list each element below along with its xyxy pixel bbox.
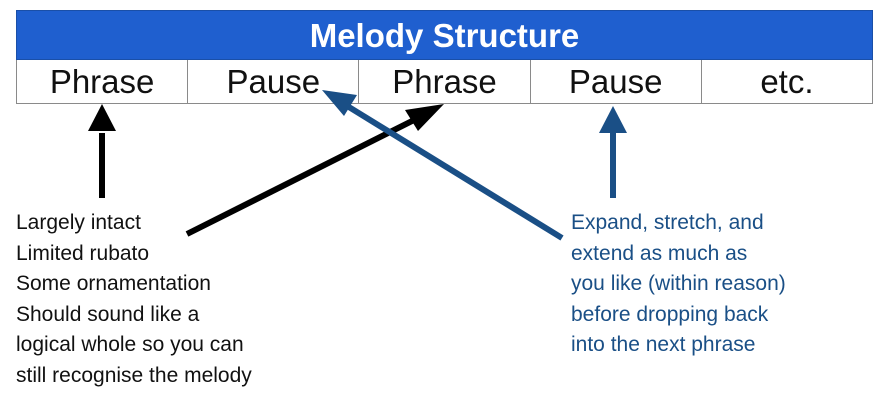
cell-pause-1: Pause: [188, 60, 360, 103]
pause-note-line: extend as much as: [571, 241, 748, 265]
melody-structure-row: Phrase Pause Phrase Pause etc.: [16, 60, 873, 104]
arrow-right-pause-2: [599, 106, 627, 198]
pause-note-line: you like (within reason): [571, 272, 786, 295]
phrase-note-line: Limited rubato: [16, 241, 150, 265]
cell-phrase-1: Phrase: [17, 60, 189, 103]
phrase-note-line: Largely intact: [16, 211, 141, 234]
cell-etc: etc.: [760, 63, 814, 100]
cell-pause-2: Pause: [531, 60, 702, 103]
pause-notes: Expand, stretch, and extend as much as y…: [571, 208, 786, 361]
phrase-note-line: logical whole so you can: [16, 333, 244, 356]
pause-note-line: Expand, stretch, and: [571, 211, 764, 234]
arrow-left-phrase-2: [185, 104, 444, 237]
arrow-right-pause-1: [322, 90, 564, 241]
phrase-note-line: Some ornamentation: [16, 272, 211, 295]
phrase-notes: Largely intact Limited rubato Some ornam…: [16, 208, 252, 391]
phrase-note-line: Should sound like a: [16, 302, 200, 326]
pause-note-line: before dropping back: [571, 302, 769, 326]
cell-phrase-2: Phrase: [359, 60, 531, 103]
arrow-left-phrase-1: [88, 104, 116, 198]
diagram-title: Melody Structure: [16, 10, 873, 60]
phrase-note-line: still recognise the melody: [16, 363, 252, 387]
pause-note-line: into the next phrase: [571, 333, 756, 356]
